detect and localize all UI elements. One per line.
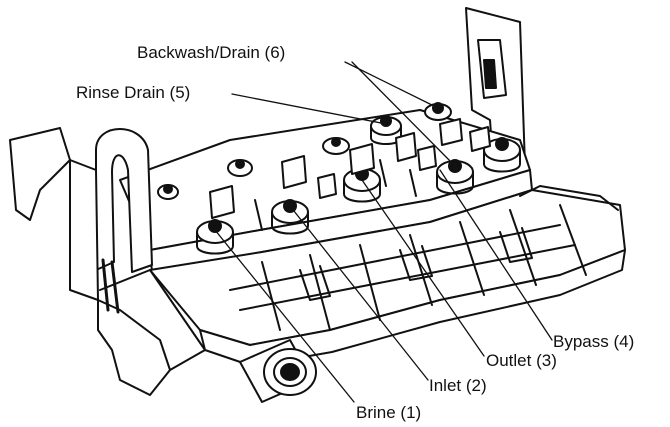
leader-rinse: [231, 93, 387, 125]
label-brine: Brine (1): [356, 403, 422, 422]
cap-7: [424, 102, 452, 121]
leader-inlet: [289, 205, 429, 381]
leader-bypass: [439, 169, 553, 341]
cap-5: [483, 137, 521, 173]
label-inlet: Inlet (2): [429, 376, 487, 395]
label-rinse-drain: Rinse Drain (5): [76, 83, 191, 102]
cap-8: [322, 137, 350, 155]
label-outlet: Outlet (3): [486, 351, 557, 370]
cap-1: [196, 219, 234, 255]
leader-backwash-b: [351, 61, 456, 167]
brine-port: [239, 339, 317, 403]
label-bypass: Bypass (4): [553, 332, 635, 351]
lower-body: [149, 185, 626, 367]
leader-brine: [214, 229, 355, 403]
cap-9: [227, 159, 253, 177]
leader-outlet: [361, 179, 485, 357]
cap-10: [157, 184, 179, 200]
switch-blocks: [209, 118, 491, 231]
label-backwash-drain: Backwash/Drain (6): [137, 43, 286, 62]
left-end-cap: [9, 127, 206, 396]
leader-lines: [214, 61, 553, 403]
